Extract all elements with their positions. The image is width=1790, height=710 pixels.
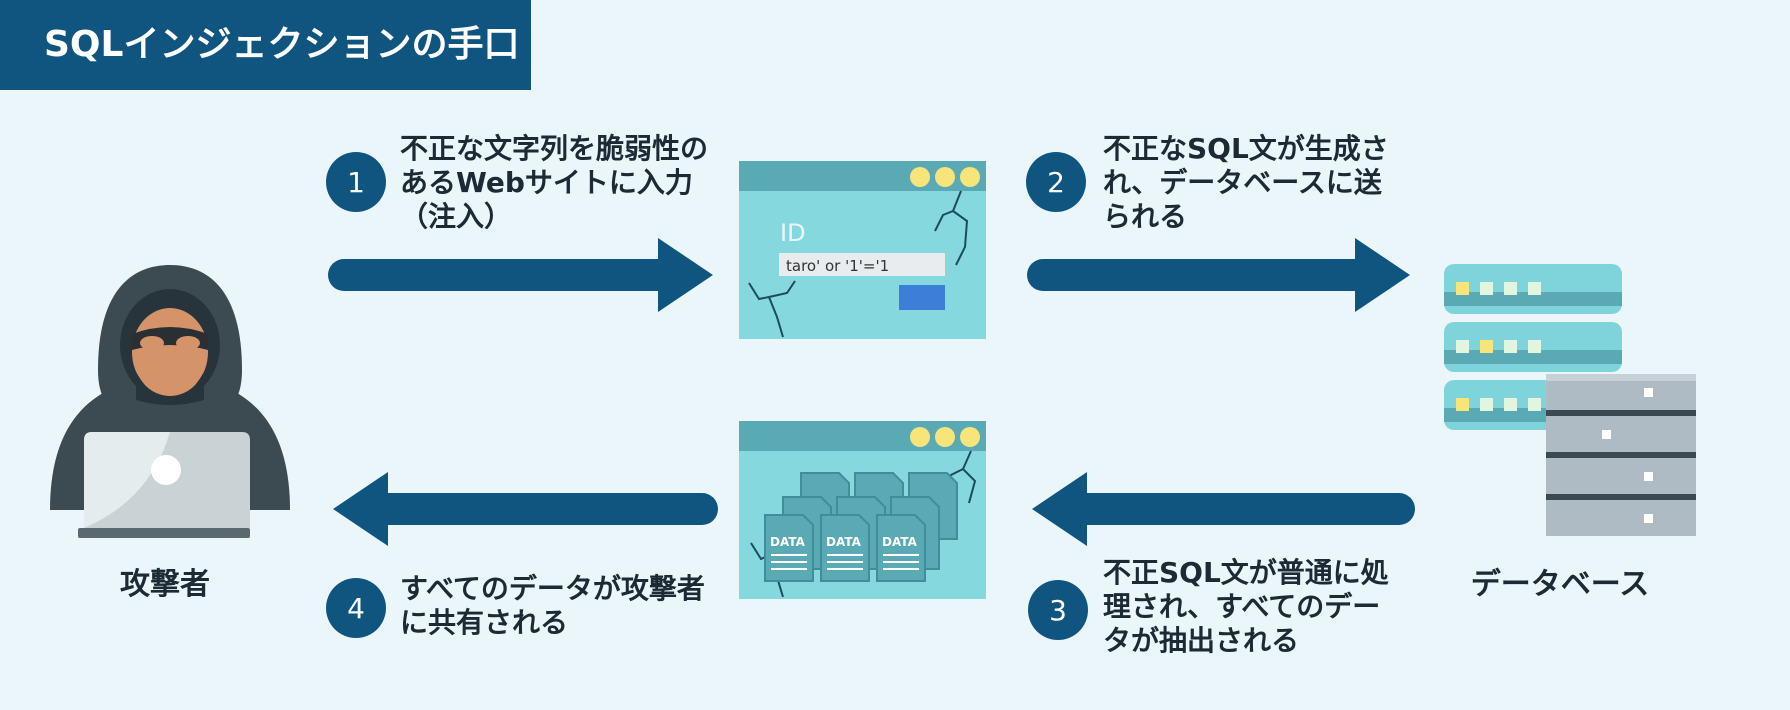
step-1-text: 不正な文字列を脆弱性のあるWebサイトに入力（注入） <box>400 132 709 233</box>
submit-button <box>899 285 945 310</box>
laptop-icon <box>78 432 250 538</box>
browser-window-login: ID taro' or '1'='1 <box>739 161 986 339</box>
step-1-badge: 1 <box>326 152 386 212</box>
data-file-label: DATA <box>826 535 862 549</box>
step-4-text: すべてのデータが攻撃者に共有される <box>400 572 705 639</box>
server-stack-gray-icon <box>1546 374 1696 536</box>
step-2-badge: 2 <box>1026 152 1086 212</box>
step-3-text: 不正SQL文が普通に処理され、すべてのデータが抽出される <box>1103 556 1389 657</box>
page-title: SQLインジェクションの手口 <box>0 0 531 90</box>
arrow-left-icon <box>1032 472 1415 546</box>
arrow-right-icon <box>328 238 713 312</box>
data-files-icon: DATA DATA DATA <box>764 472 958 582</box>
arrow-left-icon <box>333 472 718 546</box>
arrow-right-icon <box>1027 238 1410 312</box>
attacker-label: 攻撃者 <box>120 567 210 602</box>
step-4-badge: 4 <box>326 578 386 638</box>
browser-window-data: DATA DATA DATA <box>739 421 986 599</box>
database-label: データベース <box>1470 567 1650 602</box>
step-2-text: 不正なSQL文が生成され、データベースに送られる <box>1103 132 1389 233</box>
injected-input-field <box>779 253 945 276</box>
id-label: ID <box>780 219 806 247</box>
data-file-label: DATA <box>882 535 918 549</box>
injected-input-value: taro' or '1'='1 <box>786 257 889 275</box>
step-3-badge: 3 <box>1028 580 1088 640</box>
database-illustration <box>1444 264 1696 536</box>
attacker-illustration <box>50 265 290 538</box>
data-file-label: DATA <box>770 535 806 549</box>
